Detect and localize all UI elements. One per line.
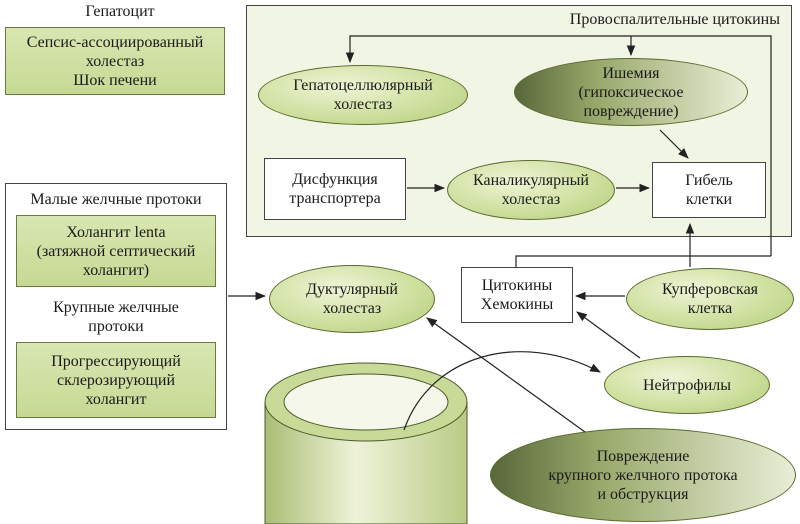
cytokines-panel-title: Провоспалительные цитокины [569,11,780,28]
kupffer-cell: Купферовская клетка [626,268,794,330]
hepatocellular-cholestasis: Гепатоцеллюлярный холестаз [258,65,468,125]
neutrophils: Нейтрофилы [604,356,770,414]
ischemia: Ишемия (гипоксическое повреждение) [514,58,748,126]
ductular-cholestasis: Дуктулярный холестаз [269,265,435,333]
hepatocyte-title: Гепатоцит [85,3,155,20]
cell-death-box: Гибель клетки [652,162,766,218]
canalicular-cholestasis: Каналикулярный холестаз [447,160,615,220]
bile-duct-tube-illustration [264,362,468,524]
lenta-cholangitis-box: Холангит lenta (затяжной септический хол… [16,215,216,287]
cytokines-chemokines-box: Цитокины Хемокины [461,267,573,323]
sclerosing-cholangitis-box: Прогрессирующий склерозирующий холангит [16,342,216,418]
large-duct-injury: Повреждение крупного желчного протока и … [490,428,796,522]
small-bile-ducts-title: Малые желчные протоки [30,191,202,208]
large-bile-ducts-title: Крупные желчные протоки [53,299,179,335]
hepatocyte-box: Сепсис-ассоциированный холестаз Шок пече… [5,27,225,95]
transporter-dysfunction-box: Дисфункция транспортера [264,158,406,220]
